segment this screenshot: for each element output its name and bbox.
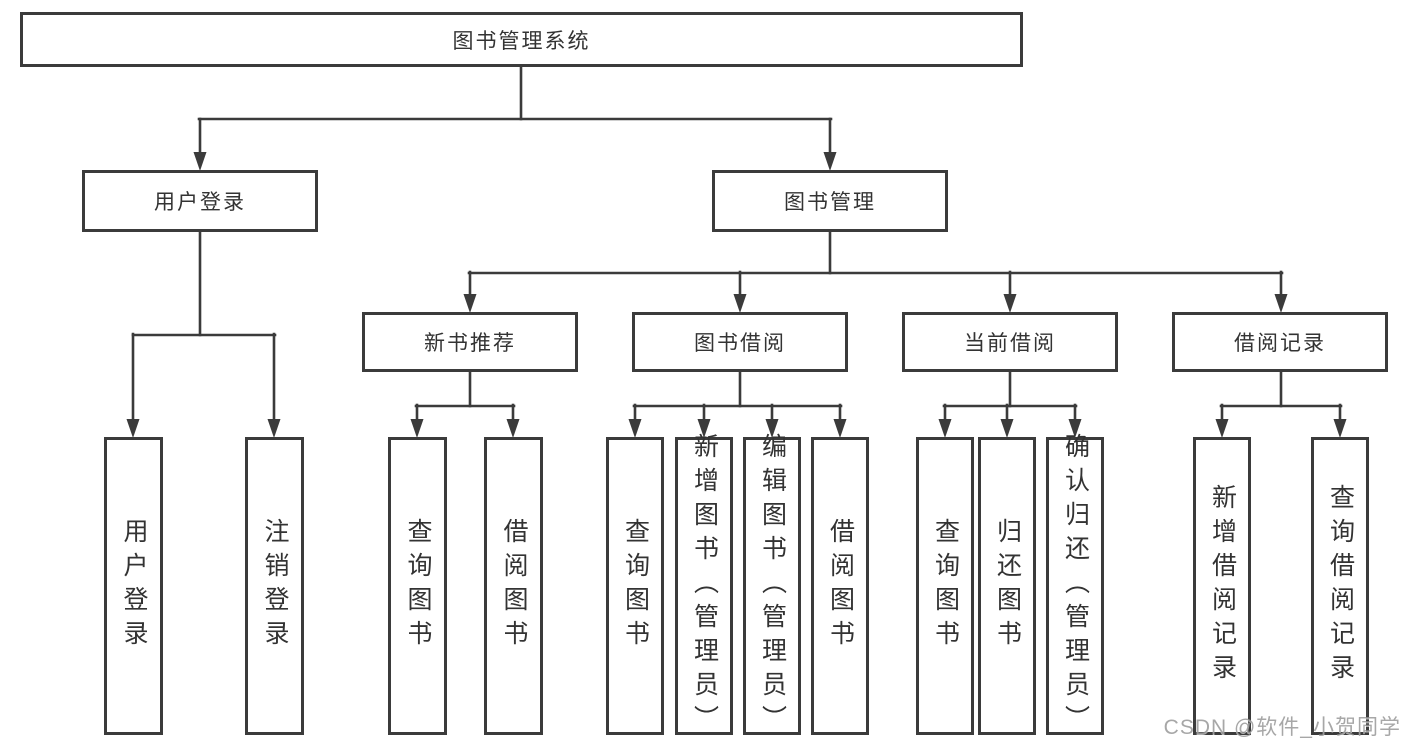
node-book-borrow: 图书借阅 <box>632 312 848 372</box>
node-label: 新书推荐 <box>424 332 516 355</box>
node-label: 查询图书 <box>931 518 960 654</box>
leaf-confirm-return-admin: 确认归还（管理员） <box>1046 433 1104 739</box>
node-current-borrow: 当前借阅 <box>902 312 1118 372</box>
node-label: 借阅记录 <box>1234 332 1326 355</box>
leaf-add-borrow-record: 新增借阅记录 <box>1193 437 1251 735</box>
node-user-login-branch: 用户登录 <box>82 170 318 232</box>
leaf-add-books-admin: 新增图书（管理员） <box>675 433 733 739</box>
leaf-query-borrow-record: 查询借阅记录 <box>1311 437 1369 735</box>
node-root-system: 图书管理系统 <box>20 12 1023 67</box>
node-label: 新增图书（管理员） <box>690 433 719 739</box>
node-label: 借阅图书 <box>826 518 855 654</box>
node-label: 当前借阅 <box>964 332 1056 355</box>
leaf-borrow-books-1: 借阅图书 <box>484 437 543 735</box>
leaf-query-books-3: 查询图书 <box>916 437 974 735</box>
node-book-management-branch: 图书管理 <box>712 170 948 232</box>
node-label: 查询图书 <box>404 518 432 654</box>
node-label: 图书管理系统 <box>452 29 591 53</box>
node-label: 查询图书 <box>621 518 650 654</box>
leaf-query-books-2: 查询图书 <box>606 437 664 735</box>
node-label: 借阅图书 <box>500 518 528 654</box>
leaf-logout: 注销登录 <box>245 437 304 735</box>
leaf-user-login: 用户登录 <box>104 437 163 735</box>
leaf-query-books-1: 查询图书 <box>388 437 447 735</box>
node-label: 查询借阅记录 <box>1326 484 1355 688</box>
node-label: 确认归还（管理员） <box>1061 433 1090 739</box>
node-label: 归还图书 <box>993 518 1022 654</box>
node-label: 图书管理 <box>784 191 876 214</box>
leaf-edit-books-admin: 编辑图书（管理员） <box>743 433 801 739</box>
node-new-book-recommend: 新书推荐 <box>362 312 578 372</box>
node-label: 新增借阅记录 <box>1208 484 1237 688</box>
leaf-borrow-books-2: 借阅图书 <box>811 437 869 735</box>
node-label: 编辑图书（管理员） <box>758 433 787 739</box>
node-label: 用户登录 <box>120 518 148 654</box>
leaf-return-books: 归还图书 <box>978 437 1036 735</box>
node-label: 注销登录 <box>261 518 289 654</box>
node-borrow-records: 借阅记录 <box>1172 312 1388 372</box>
node-label: 图书借阅 <box>694 332 786 355</box>
node-label: 用户登录 <box>154 191 246 214</box>
csdn-watermark: CSDN @软件_小贺同学 <box>1163 716 1401 739</box>
